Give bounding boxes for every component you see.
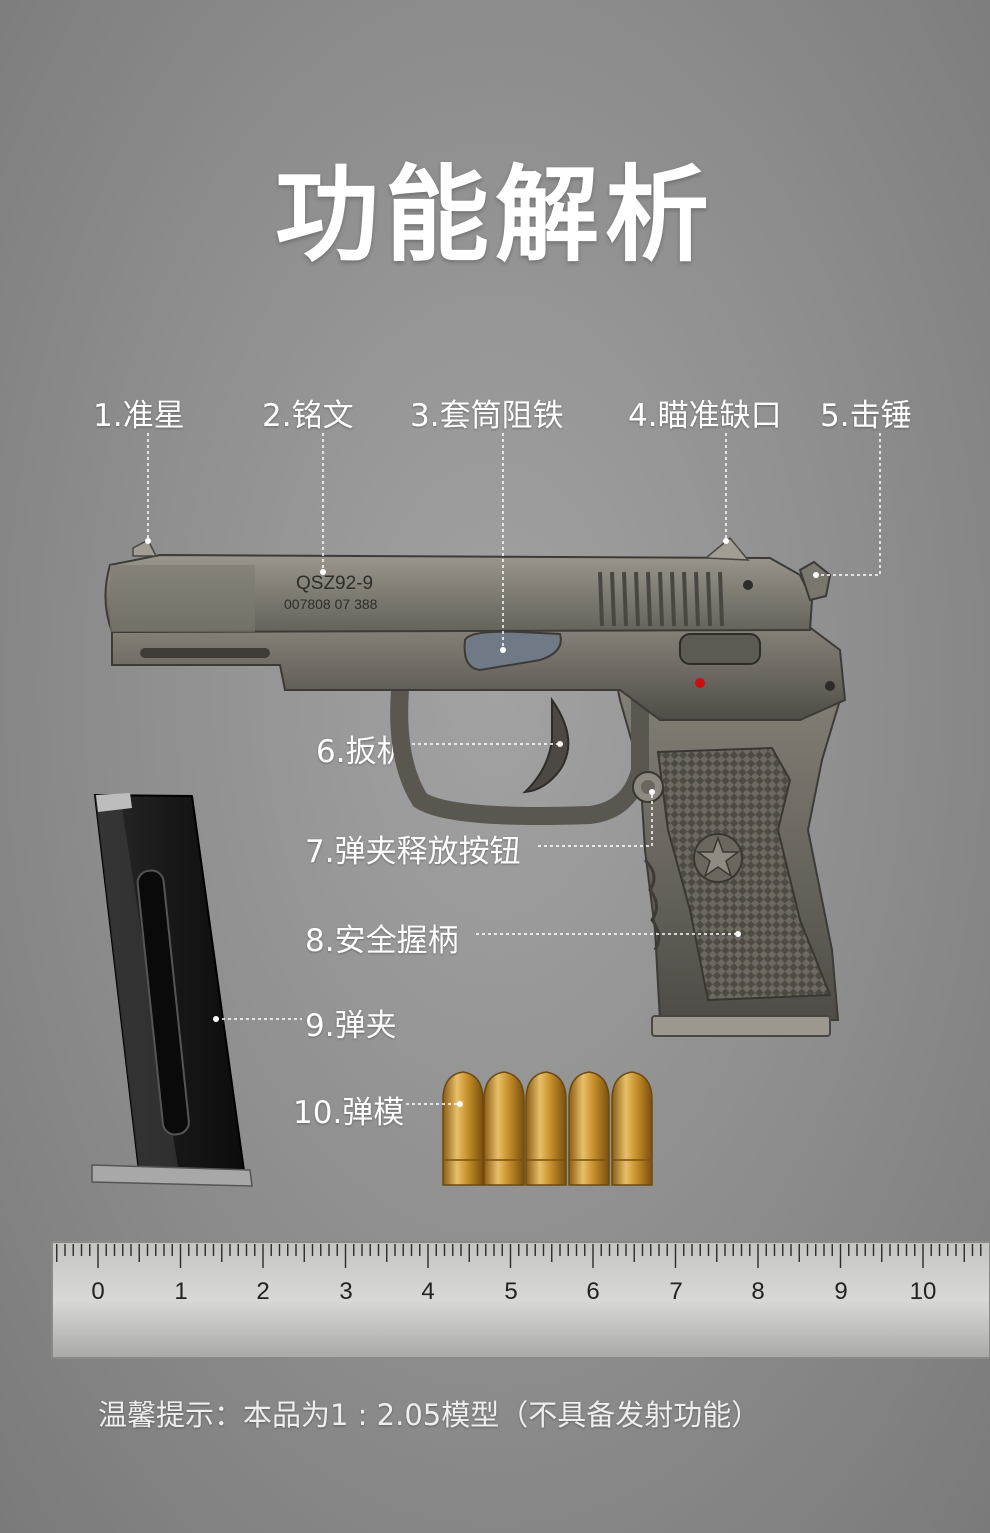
label-inscription: 2.铭文 (262, 398, 354, 434)
label-front-sight: 1.准星 (93, 398, 185, 434)
label-hammer: 5.击锤 (820, 398, 912, 434)
ruler-number: 0 (91, 1278, 105, 1305)
ruler (51, 1241, 990, 1359)
label-safety-grip: 8.安全握柄 (305, 923, 459, 959)
ruler-number: 1 (174, 1278, 188, 1305)
label-slide-stop: 3.套筒阻铁 (410, 398, 564, 434)
pistol-image (104, 536, 847, 1037)
page-title: 功能解析 (274, 154, 715, 276)
bullet-models-image (442, 1071, 653, 1186)
leader-lines (147, 433, 881, 1105)
ruler-number: 3 (339, 1278, 353, 1305)
ruler-number: 8 (751, 1278, 765, 1305)
ruler-number: 10 (909, 1278, 937, 1305)
ruler-number: 9 (834, 1278, 848, 1305)
label-magazine-release: 7.弹夹释放按钮 (305, 834, 521, 870)
ruler-number: 2 (256, 1278, 270, 1305)
engraving-serial: 007808 07 388 (284, 596, 378, 612)
ruler-number: 4 (421, 1278, 435, 1305)
label-bullet-model: 10.弹模 (293, 1095, 405, 1131)
scale-notice: 温馨提示：本品为1 : 2.05模型（不具备发射功能） (98, 1398, 761, 1432)
ruler-number: 7 (669, 1278, 683, 1305)
ruler-number: 6 (586, 1278, 600, 1305)
label-magazine: 9.弹夹 (305, 1008, 397, 1044)
label-rear-sight: 4.瞄准缺口 (628, 398, 782, 434)
engraving-model: QSZ92-9 (296, 573, 373, 594)
ruler-number: 5 (504, 1278, 518, 1305)
magazine-image (91, 793, 253, 1187)
